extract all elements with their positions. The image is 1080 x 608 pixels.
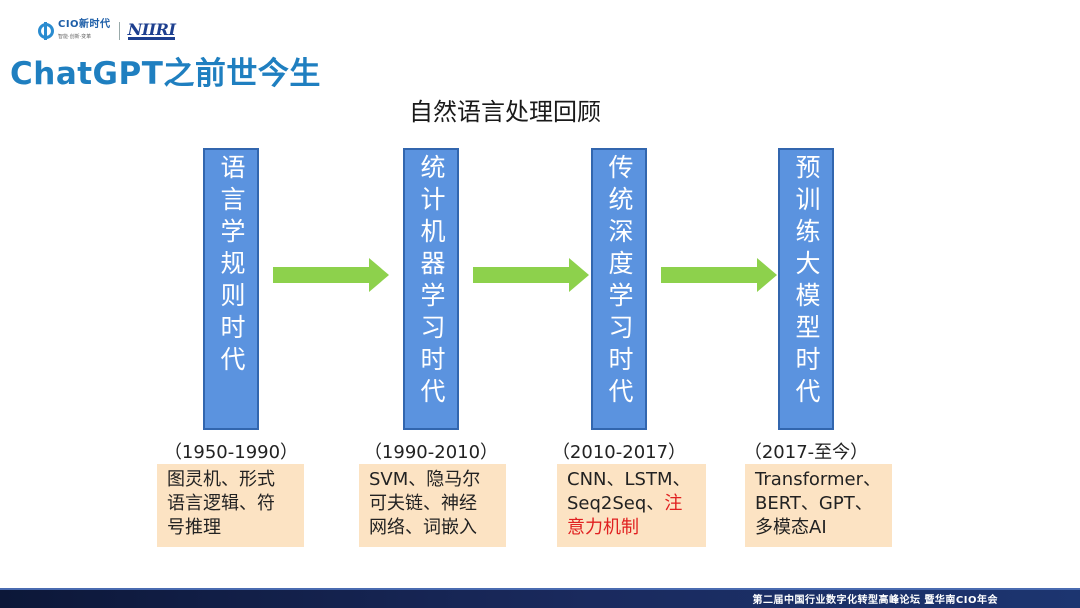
- era-detail-2: SVM、隐马尔 可夫链、神经 网络、词嵌入: [359, 464, 506, 547]
- era-period: （1950-1990）: [163, 442, 299, 463]
- era-detail-1: 图灵机、形式 语言逻辑、符 号推理: [157, 464, 304, 547]
- detail-line: 号推理: [167, 517, 221, 538]
- era-period: （1990-2010）: [363, 442, 499, 463]
- era-label: 预训练大模型时代: [792, 154, 821, 410]
- era-box-3: 传统深度学习时代: [591, 148, 647, 430]
- section-subtitle: 自然语言处理回顾: [409, 98, 601, 126]
- right-arrow-icon: [473, 258, 589, 292]
- detail-line: Seq2Seq、注: [567, 492, 696, 516]
- detail-line: 可夫链、神经: [369, 493, 477, 514]
- detail-highlight: 意力机制: [567, 517, 639, 538]
- footer-bar: 第二届中国行业数字化转型高峰论坛 暨华南CIO年会: [0, 590, 1080, 608]
- detail-text: Seq2Seq、: [567, 493, 665, 514]
- era-detail-4: Transformer、 BERT、GPT、 多模态AI: [745, 464, 892, 547]
- detail-line: Transformer、: [755, 469, 882, 490]
- era-detail-3: CNN、LSTM、 Seq2Seq、注 意力机制: [557, 464, 706, 547]
- era-box-2: 统计机器学习时代: [403, 148, 459, 430]
- page-title: ChatGPT之前世今生: [10, 56, 321, 92]
- right-arrow-icon: [273, 258, 389, 292]
- era-label: 统计机器学习时代: [417, 154, 446, 410]
- era-box-4: 预训练大模型时代: [778, 148, 834, 430]
- era-label: 传统深度学习时代: [605, 154, 634, 410]
- niiri-logo: NIIRI: [127, 19, 176, 40]
- detail-line: 图灵机、形式: [167, 469, 275, 490]
- detail-line: SVM、隐马尔: [369, 469, 481, 490]
- cio-logo-icon: [38, 22, 54, 40]
- right-arrow-icon: [661, 258, 777, 292]
- era-period: （2017-至今）: [743, 442, 869, 463]
- era-label: 语言学规则时代: [217, 154, 246, 378]
- detail-highlight: 注: [664, 493, 683, 514]
- detail-line: BERT、GPT、: [755, 493, 873, 514]
- era-box-1: 语言学规则时代: [203, 148, 259, 430]
- cio-logo-text: CIO新时代 智能·创新·变革: [58, 19, 111, 41]
- detail-line: 多模态AI: [755, 517, 827, 538]
- logo-divider: [118, 22, 120, 40]
- header-logos: CIO新时代 智能·创新·变革 NIIRI: [38, 18, 176, 44]
- detail-line: 语言逻辑、符: [167, 493, 275, 514]
- footer-divider: [0, 588, 1080, 590]
- footer-text: 第二届中国行业数字化转型高峰论坛 暨华南CIO年会: [752, 595, 998, 606]
- detail-line: 网络、词嵌入: [369, 517, 477, 538]
- detail-line: CNN、LSTM、: [567, 469, 691, 490]
- era-period: （2010-2017）: [551, 442, 687, 463]
